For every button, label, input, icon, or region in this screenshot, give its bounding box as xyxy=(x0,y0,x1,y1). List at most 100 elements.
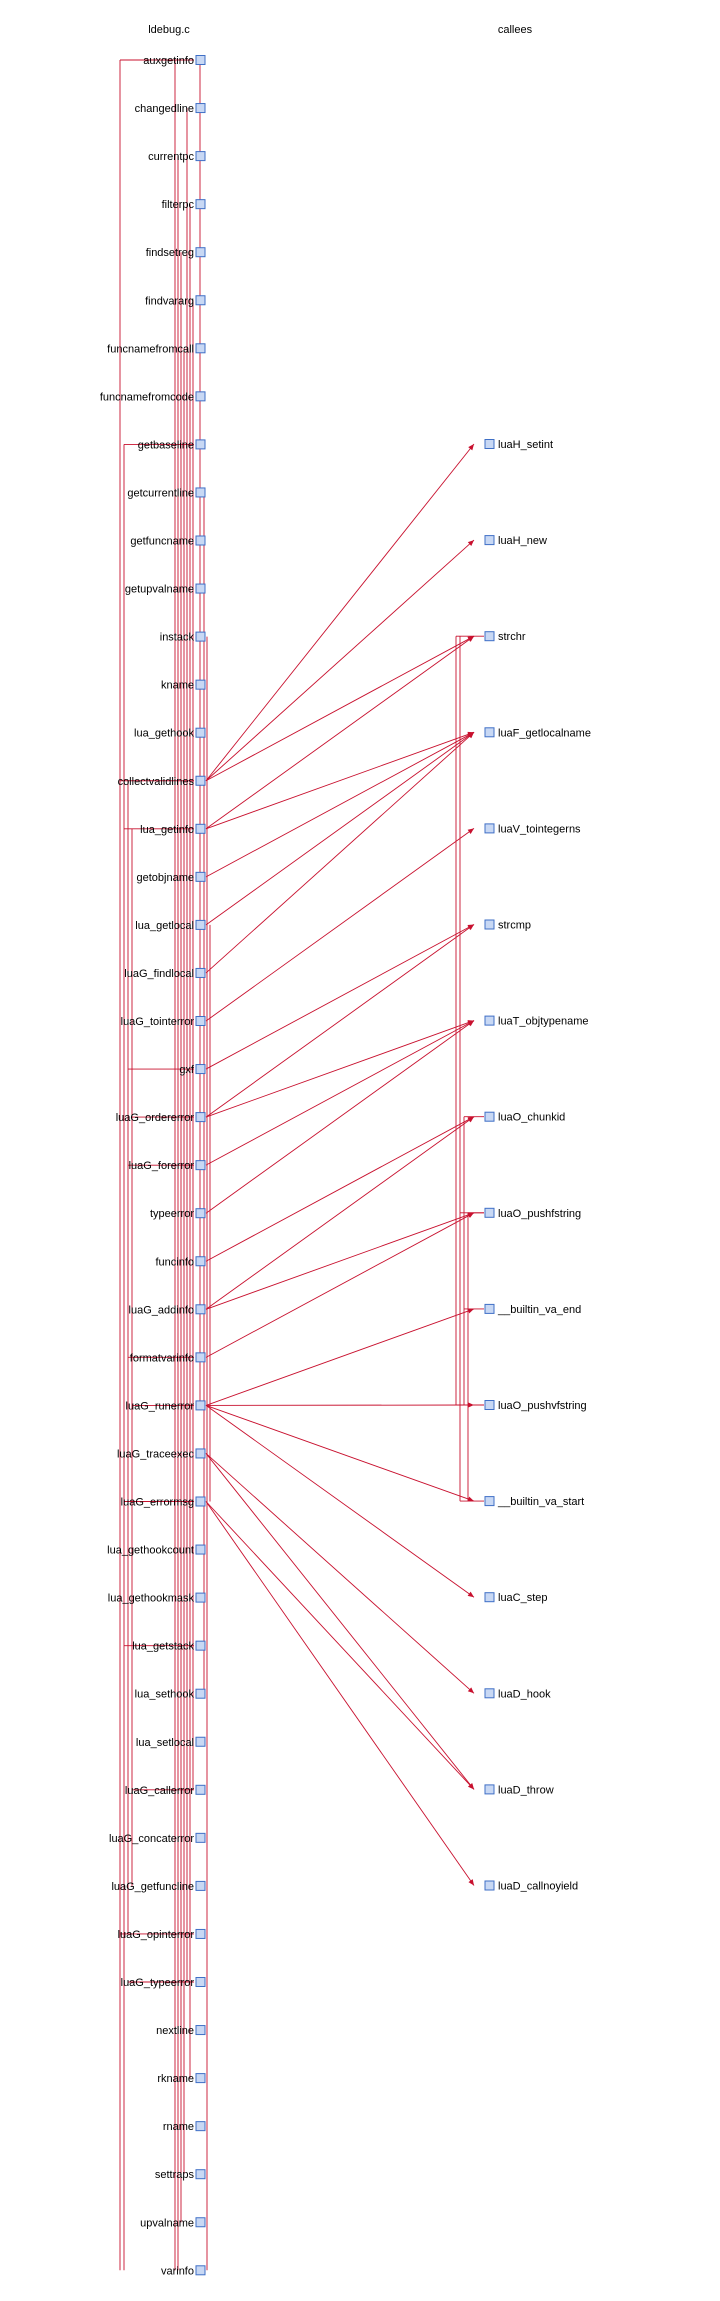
left-node-lua_setlocal[interactable]: lua_setlocal xyxy=(136,1736,206,1749)
left-node-box[interactable] xyxy=(195,295,206,306)
left-node-getbaseline[interactable]: getbaseline xyxy=(138,439,206,451)
left-node-getfuncname[interactable]: getfuncname xyxy=(130,535,206,548)
left-node-box[interactable] xyxy=(195,391,206,402)
left-node-typeerror[interactable]: typeerror xyxy=(150,1208,206,1220)
left-node-box[interactable] xyxy=(195,1112,206,1123)
right-node-box[interactable] xyxy=(484,727,495,738)
right-node-box[interactable] xyxy=(484,919,495,930)
left-node-lua_getinfo[interactable]: lua_getinfo xyxy=(140,823,206,836)
right-node-luaD_hook[interactable]: luaD_hook xyxy=(484,1688,551,1700)
left-node-box[interactable] xyxy=(195,535,206,546)
right-node-luaD_callnoyield[interactable]: luaD_callnoyield xyxy=(484,1880,578,1893)
left-node-varinfo[interactable]: varinfo xyxy=(161,2265,206,2277)
left-node-luaG_traceexec[interactable]: luaG_traceexec xyxy=(117,1448,206,1460)
right-node-box[interactable] xyxy=(484,1303,495,1314)
left-node-box[interactable] xyxy=(195,1784,206,1795)
left-node-box[interactable] xyxy=(195,343,206,354)
right-node-luaO_pushvfstring[interactable]: luaO_pushvfstring xyxy=(484,1400,587,1412)
left-node-box[interactable] xyxy=(195,1160,206,1171)
left-node-box[interactable] xyxy=(195,2121,206,2132)
left-node-box[interactable] xyxy=(195,1977,206,1987)
left-node-luaG_runerror[interactable]: luaG_runerror xyxy=(126,1400,206,1412)
left-node-getcurrentline[interactable]: getcurrentline xyxy=(127,487,206,499)
left-node-box[interactable] xyxy=(195,199,206,210)
left-node-box[interactable] xyxy=(195,871,206,882)
left-node-box[interactable] xyxy=(195,1736,206,1747)
left-node-box[interactable] xyxy=(195,151,206,162)
right-node-box[interactable] xyxy=(484,535,495,546)
left-node-gxf[interactable]: gxf xyxy=(179,1064,206,1076)
left-node-box[interactable] xyxy=(195,1208,206,1219)
left-node-box[interactable] xyxy=(195,1064,206,1075)
left-node-findsetreg[interactable]: findsetreg xyxy=(146,247,206,259)
left-node-funcnamefromcode[interactable]: funcnamefromcode xyxy=(100,391,206,403)
left-node-filterpc[interactable]: filterpc xyxy=(162,199,206,211)
right-node-luaV_tointegerns[interactable]: luaV_tointegerns xyxy=(484,823,581,835)
left-node-lua_gethookmask[interactable]: lua_gethookmask xyxy=(108,1592,206,1605)
left-node-findvararg[interactable]: findvararg xyxy=(145,295,206,307)
left-node-box[interactable] xyxy=(195,487,206,498)
left-node-auxgetinfo[interactable]: auxgetinfo xyxy=(143,55,206,67)
left-node-box[interactable] xyxy=(195,55,206,65)
left-node-instack[interactable]: instack xyxy=(160,631,206,644)
left-node-box[interactable] xyxy=(195,679,206,690)
left-node-luaG_tointerror[interactable]: luaG_tointerror xyxy=(121,1016,206,1028)
left-node-funcnamefromcall[interactable]: funcnamefromcall xyxy=(107,343,206,355)
left-node-lua_gethook[interactable]: lua_gethook xyxy=(134,727,206,740)
left-node-lua_sethook[interactable]: lua_sethook xyxy=(135,1688,206,1701)
left-node-box[interactable] xyxy=(195,823,206,834)
right-node-luaO_chunkid[interactable]: luaO_chunkid xyxy=(484,1111,565,1124)
right-node-luaT_objtypename[interactable]: luaT_objtypename xyxy=(484,1015,589,1028)
right-node-luaF_getlocalname[interactable]: luaF_getlocalname xyxy=(484,727,591,739)
left-node-box[interactable] xyxy=(195,1832,206,1843)
right-node-luaO_pushfstring[interactable]: luaO_pushfstring xyxy=(484,1207,581,1220)
left-node-box[interactable] xyxy=(195,1448,206,1459)
left-node-luaG_opinterror[interactable]: luaG_opinterror xyxy=(118,1928,206,1941)
right-node-strchr[interactable]: strchr xyxy=(484,631,526,643)
left-node-currentpc[interactable]: currentpc xyxy=(148,151,206,163)
left-node-lua_getlocal[interactable]: lua_getlocal xyxy=(135,919,206,932)
left-node-collectvalidlines[interactable]: collectvalidlines xyxy=(118,775,206,788)
right-node-box[interactable] xyxy=(484,1784,495,1795)
left-node-getupvalname[interactable]: getupvalname xyxy=(125,583,206,596)
left-node-rname[interactable]: rname xyxy=(163,2121,206,2133)
left-node-getobjname[interactable]: getobjname xyxy=(137,871,206,884)
left-node-box[interactable] xyxy=(195,1496,206,1507)
right-node-__builtin_va_start[interactable]: __builtin_va_start xyxy=(484,1496,584,1508)
right-node-luaC_step[interactable]: luaC_step xyxy=(484,1592,548,1604)
left-node-box[interactable] xyxy=(195,1880,206,1891)
right-node-box[interactable] xyxy=(484,1592,495,1603)
left-node-box[interactable] xyxy=(195,1400,206,1411)
right-node-box[interactable] xyxy=(484,1880,495,1891)
left-node-luaG_addinfo[interactable]: luaG_addinfo xyxy=(129,1304,206,1316)
left-node-box[interactable] xyxy=(195,967,206,978)
left-node-box[interactable] xyxy=(195,103,206,114)
right-node-box[interactable] xyxy=(484,1207,495,1218)
right-node-strcmp[interactable]: strcmp xyxy=(484,919,531,932)
right-node-box[interactable] xyxy=(484,631,495,642)
left-node-luaG_findlocal[interactable]: luaG_findlocal xyxy=(124,967,206,980)
left-node-changedline[interactable]: changedline xyxy=(135,103,206,115)
left-node-box[interactable] xyxy=(195,1304,206,1315)
left-node-luaG_forerror[interactable]: luaG_forerror xyxy=(129,1160,206,1172)
left-node-box[interactable] xyxy=(195,919,206,930)
right-node-luaH_setint[interactable]: luaH_setint xyxy=(484,439,553,451)
left-node-luaG_concaterror[interactable]: luaG_concaterror xyxy=(109,1832,206,1845)
left-node-box[interactable] xyxy=(195,583,206,594)
left-node-box[interactable] xyxy=(195,2169,206,2180)
right-node-box[interactable] xyxy=(484,1688,495,1699)
left-node-kname[interactable]: kname xyxy=(161,679,206,692)
left-node-funcinfo[interactable]: funcinfo xyxy=(155,1256,206,1268)
left-node-formatvarinfo[interactable]: formatvarinfo xyxy=(130,1352,206,1364)
left-node-box[interactable] xyxy=(195,1640,206,1651)
left-node-luaG_typeerror[interactable]: luaG_typeerror xyxy=(121,1977,206,1989)
left-node-luaG_errormsg[interactable]: luaG_errormsg xyxy=(121,1496,206,1509)
left-node-rkname[interactable]: rkname xyxy=(157,2073,206,2085)
right-node-box[interactable] xyxy=(484,1111,495,1122)
right-node-box[interactable] xyxy=(484,439,495,449)
left-node-box[interactable] xyxy=(195,2025,206,2036)
left-node-box[interactable] xyxy=(195,2217,206,2228)
left-node-box[interactable] xyxy=(195,2265,206,2276)
left-node-box[interactable] xyxy=(195,727,206,738)
right-node-box[interactable] xyxy=(484,823,495,834)
